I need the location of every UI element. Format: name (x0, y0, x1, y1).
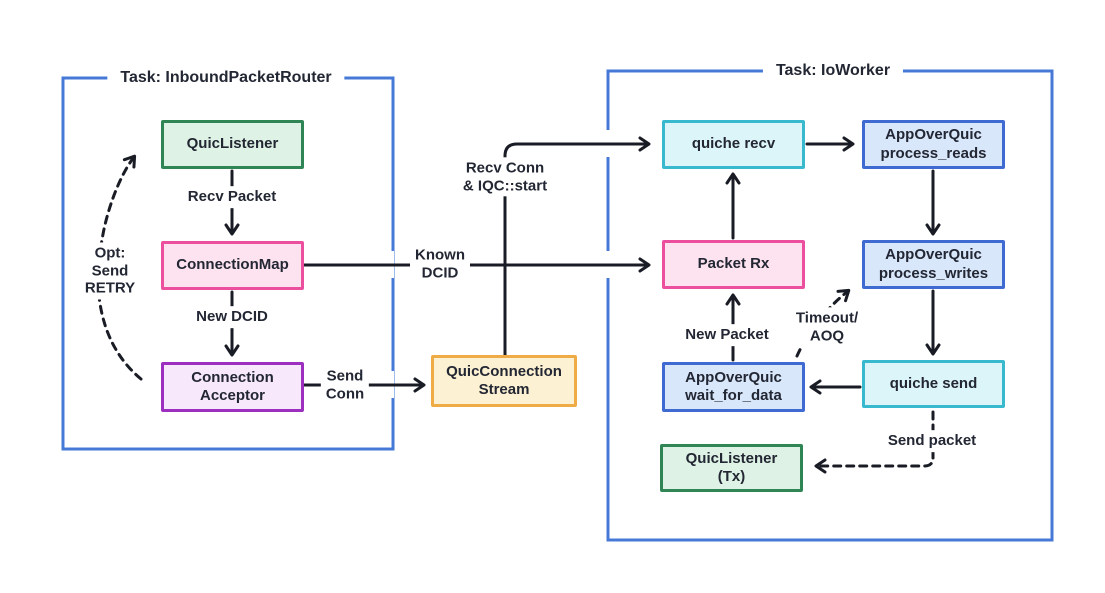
edge-send-packet (814, 410, 935, 474)
edge-label-send-conn: Send Conn (320, 365, 370, 405)
edge-label-recv-conn-iqc-start: Recv Conn & IQC::start (457, 157, 553, 197)
node-packet-rx: Packet Rx (662, 240, 805, 289)
node-appoverquic-process-writes: AppOverQuic process_writes (862, 240, 1005, 289)
edge-label-opt-send-retry: Opt: Send RETRY (79, 242, 141, 300)
edge-label-new-packet: New Packet (680, 324, 774, 346)
edge-label-recv-packet: Recv Packet (182, 186, 282, 208)
edge-label-send-packet: Send packet (882, 430, 982, 452)
edge-recv-conn-iqc-start (503, 136, 651, 357)
edge-label-known-dcid: Known DCID (410, 244, 470, 284)
node-quiche-send: quiche send (862, 360, 1005, 408)
panel-title-ioworker: Task: IoWorker (762, 62, 904, 80)
node-connection-map: ConnectionMap (161, 241, 304, 290)
panel-title-inbound-packet-router: Task: InboundPacketRouter (107, 69, 345, 87)
node-quiche-recv: quiche recv (662, 120, 805, 169)
edge-label-timeout-aoq: Timeout/ AOQ (790, 307, 864, 347)
edge-timeout-aoq (795, 288, 851, 358)
node-connection-acceptor: Connection Acceptor (161, 362, 304, 412)
edge-label-new-dcid: New DCID (191, 306, 273, 328)
node-quic-listener-tx: QuicListener (Tx) (660, 444, 803, 492)
node-appoverquic-process-reads: AppOverQuic process_reads (862, 120, 1005, 169)
node-quic-listener: QuicListener (161, 120, 304, 169)
node-appoverquic-wait-for-data: AppOverQuic wait_for_data (662, 362, 805, 412)
node-quic-connection-stream: QuicConnection Stream (431, 355, 577, 407)
